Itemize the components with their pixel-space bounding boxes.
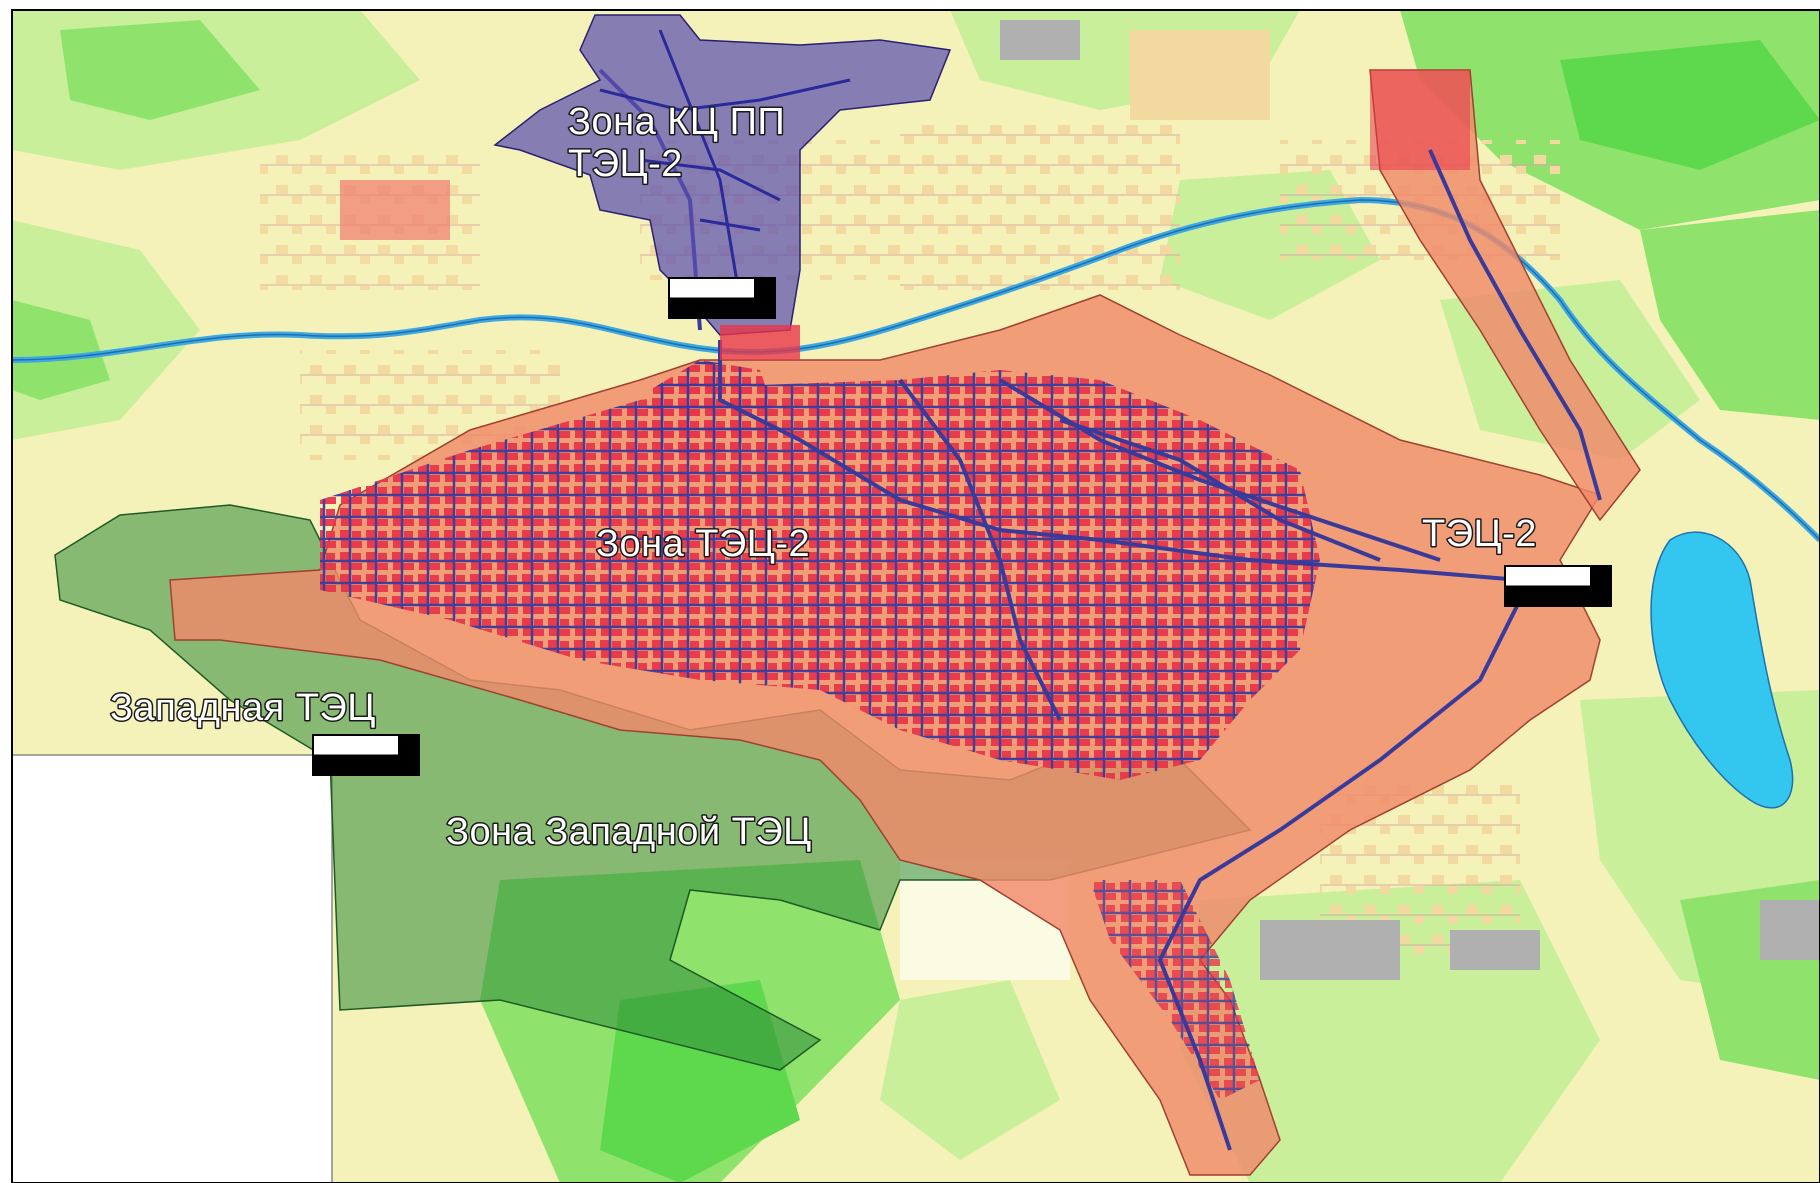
- label-zone-zapadnoy-tec: Зона Западной ТЭЦ: [446, 811, 812, 853]
- lake: [1650, 531, 1794, 809]
- label-zapadnaya-tec: Западная ТЭЦ: [110, 687, 376, 729]
- map-border: [11, 9, 1820, 1183]
- label-zone-tec2: Зона ТЭЦ-2: [596, 523, 810, 565]
- map-blank-corner: [12, 755, 332, 1183]
- label-zone-kc-pp-line1: Зона КЦ ПП: [568, 101, 785, 143]
- vegetation-layer: [12, 10, 1820, 1183]
- power-plant-icon-tec2: [1504, 565, 1612, 607]
- label-tec2: ТЭЦ-2: [1422, 513, 1537, 555]
- zone-tec2-corridor: [1369, 69, 1641, 522]
- label-zone-kc-pp-line2: ТЭЦ-2: [568, 143, 683, 185]
- power-plant-icon-zapadnaya: [312, 734, 420, 776]
- urban-core-network: [320, 370, 1320, 780]
- power-plant-icon-kc-pp: [668, 277, 776, 319]
